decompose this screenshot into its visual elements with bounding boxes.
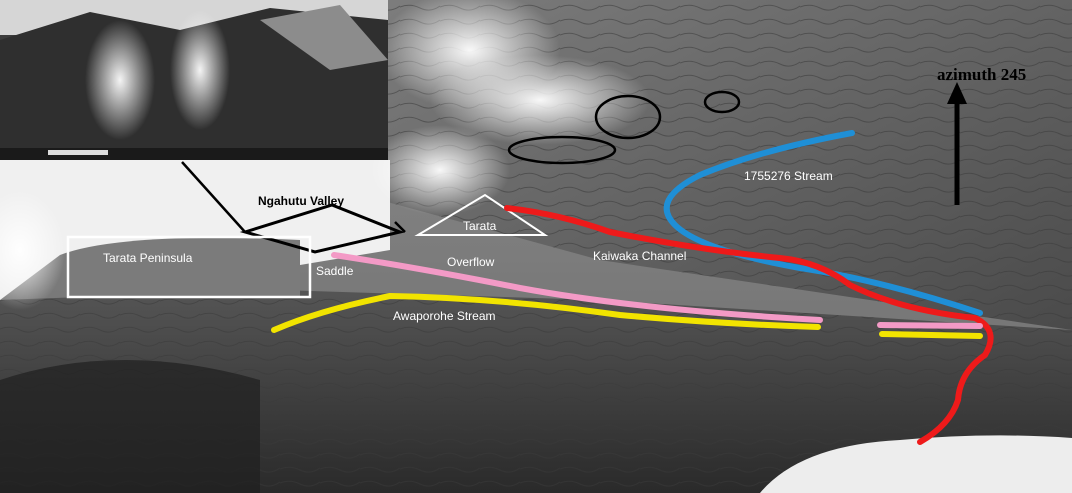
stream-1755276-label: 1755276 Stream <box>744 169 833 183</box>
kaiwaka-channel-label: Kaiwaka Channel <box>593 249 686 263</box>
overflow-line <box>877 322 983 329</box>
steam-plume <box>0 190 65 310</box>
outline-ellipse <box>703 90 741 114</box>
tarata-label: Tarata <box>463 219 497 233</box>
stream-1755276-line <box>663 130 983 316</box>
tarata-peninsula-box <box>66 235 312 299</box>
leader-line <box>181 161 246 233</box>
ground-texture <box>0 290 1072 493</box>
saddle-label: Saddle <box>316 264 354 278</box>
outline-ellipse <box>507 135 617 165</box>
steam-plume <box>370 125 510 215</box>
outline-ellipse <box>594 94 662 140</box>
leader-line <box>394 221 406 233</box>
kaiwaka-channel-line <box>504 205 994 445</box>
dark-mound <box>0 360 260 493</box>
lake-left <box>0 160 390 300</box>
inset-photo <box>0 0 388 160</box>
awaporohe-stream-label: Awaporohe Stream <box>393 309 496 323</box>
overflow-line <box>331 252 823 323</box>
ngahutu-valley-outline <box>239 203 405 254</box>
steam-plume <box>430 55 650 145</box>
azimuth-label: azimuth 245 <box>937 65 1026 84</box>
tarata-peninsula-landform <box>60 237 300 298</box>
arrow-head-icon <box>947 82 967 104</box>
overflow-label: Overflow <box>447 255 495 269</box>
tarata-outline <box>414 193 549 236</box>
lake <box>760 435 1072 493</box>
awaporohe-stream-line <box>879 331 983 339</box>
ngahutu-valley-label: Ngahutu Valley <box>258 194 344 208</box>
tarata-peninsula-label: Tarata Peninsula <box>103 251 193 265</box>
awaporohe-stream-line <box>271 292 821 333</box>
